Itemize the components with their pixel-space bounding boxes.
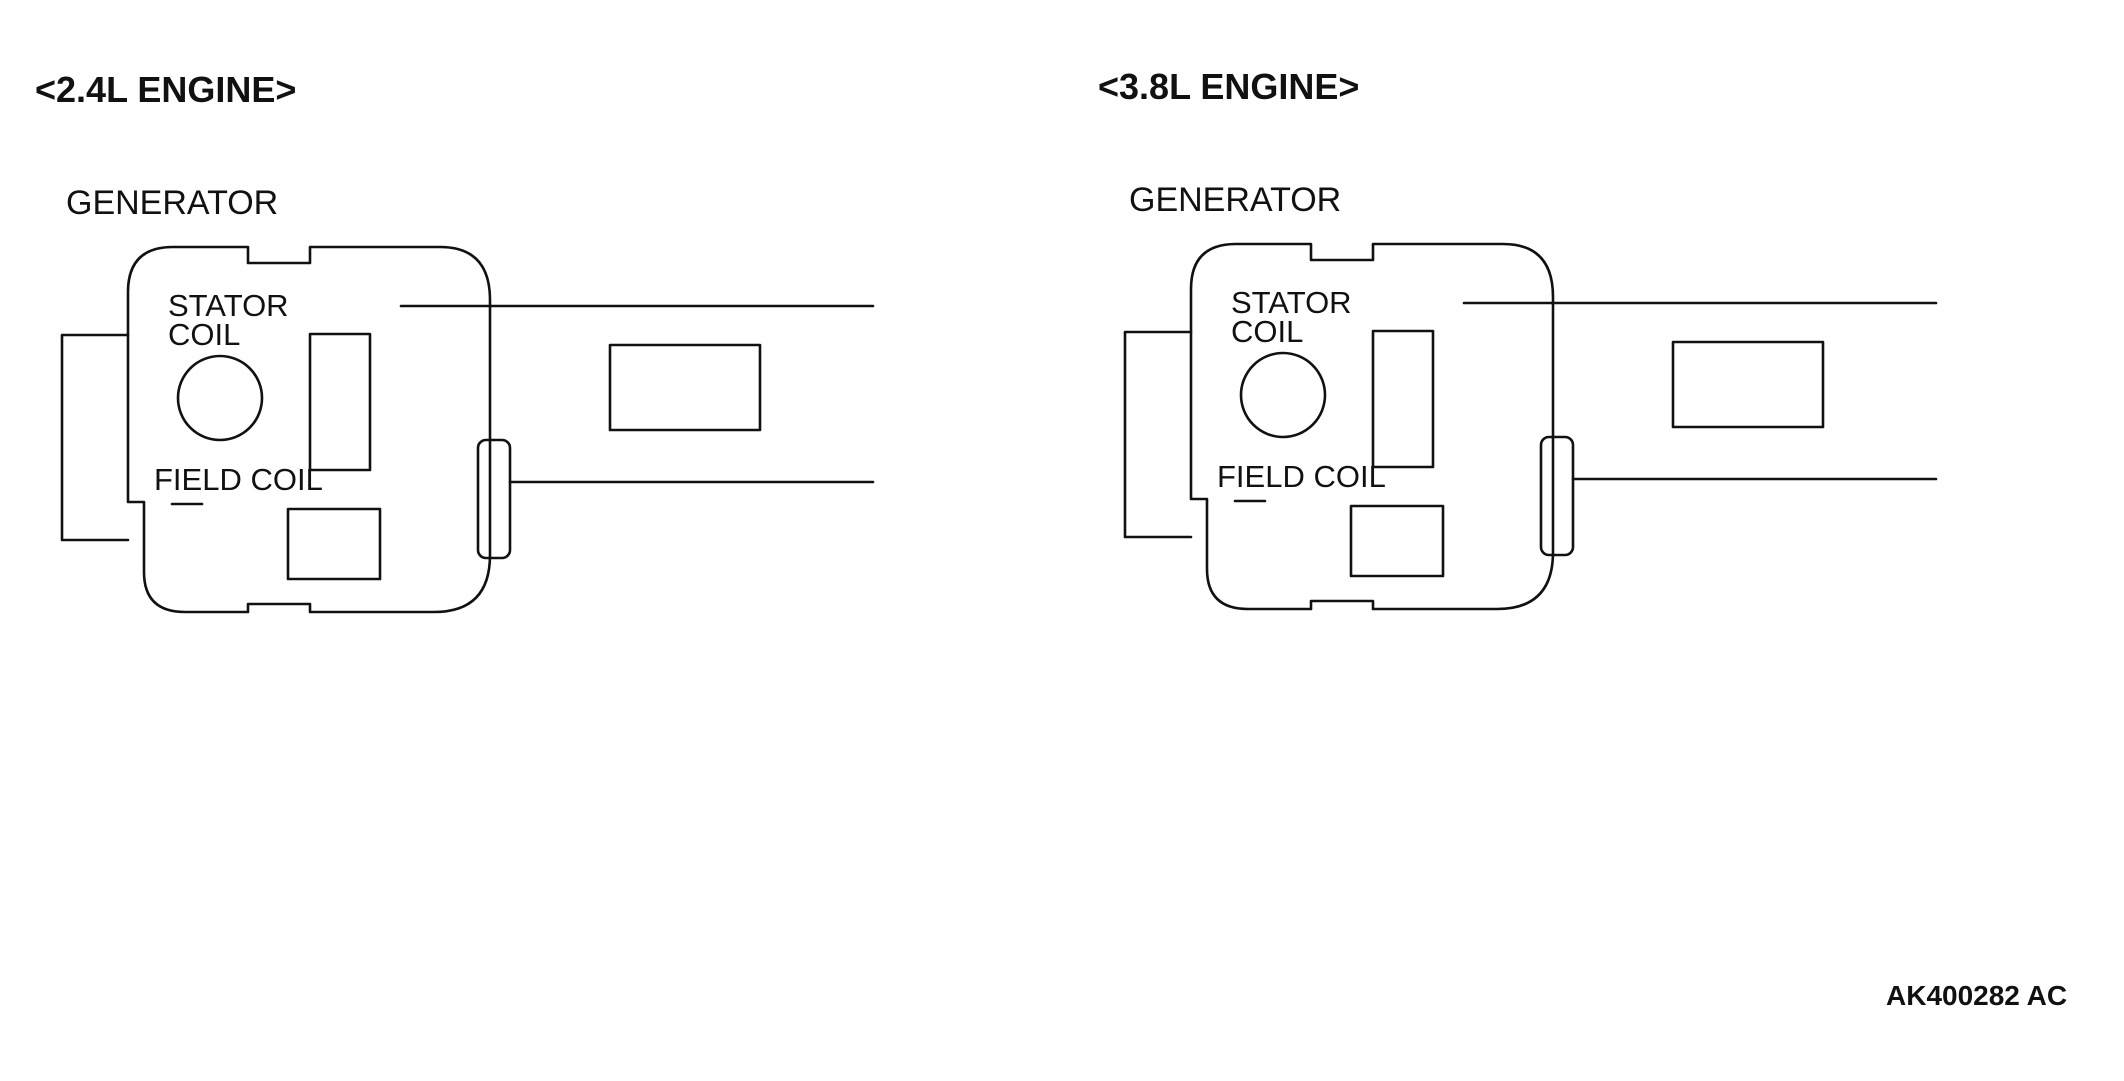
stator-coil: STATOR COIL: [168, 288, 289, 442]
stator-coil: STATOR COIL: [1231, 285, 1352, 439]
stator-label-line1: STATOR: [1231, 285, 1352, 320]
pulley-belt: [1123, 330, 1193, 539]
rectifier-bridge: [1371, 329, 1435, 469]
pulley-belt: [60, 333, 130, 542]
field-coil: FIELD COIL: [1217, 459, 1386, 503]
generator-label: GENERATOR: [1129, 181, 1341, 219]
generator-connector: G S L FR: [476, 438, 512, 560]
stator-label-line2: COIL: [168, 317, 240, 352]
pcm-module: PCM: [608, 343, 762, 432]
field-coil-label: FIELD COIL: [1217, 459, 1386, 494]
rectifier-bridge: [308, 332, 372, 472]
pcm-module: PCM: [1671, 340, 1825, 429]
diagram-2-4l-engine: <2.4L ENGINE> GENERATOR STATOR COIL: [35, 69, 875, 614]
voltage-regulator: VOLTAGE REGULATOR: [1349, 504, 1445, 578]
generator-housing: [126, 245, 492, 614]
engine-title: <2.4L ENGINE>: [35, 69, 296, 110]
generator-label: GENERATOR: [66, 184, 278, 222]
field-coil: FIELD COIL: [154, 462, 323, 506]
diagram-3-8l-engine: <3.8L ENGINE> GENERATOR STATOR COIL: [1098, 66, 1938, 611]
stator-label-line1: STATOR: [168, 288, 289, 323]
generator-housing: [1189, 242, 1555, 611]
generator-connector: G S L FR: [1539, 435, 1575, 557]
voltage-regulator: VOLTAGE REGULATOR: [286, 507, 382, 581]
engine-title: <3.8L ENGINE>: [1098, 66, 1359, 107]
field-coil-label: FIELD COIL: [154, 462, 323, 497]
stator-label-line2: COIL: [1231, 314, 1303, 349]
figure-code: AK400282 AC: [1886, 980, 2067, 1011]
